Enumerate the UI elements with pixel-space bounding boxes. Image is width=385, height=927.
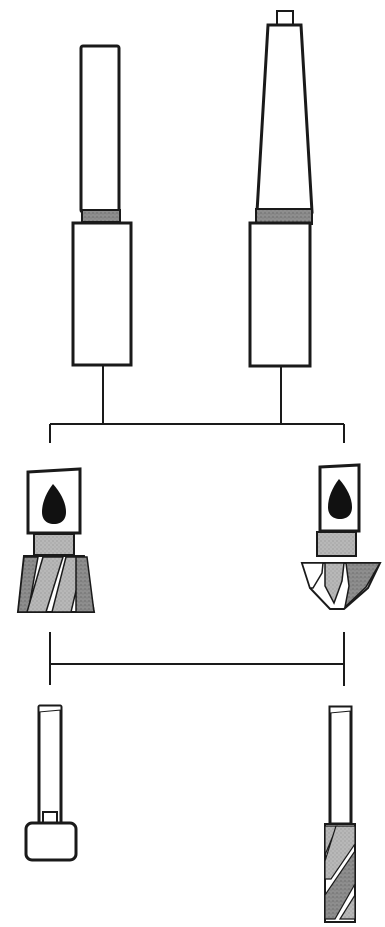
upper-connector-bracket: [49, 366, 345, 443]
spiral-cutter-head: [16, 467, 96, 613]
countersink-cutter-head: [300, 463, 382, 610]
insert-blade-icon: [42, 484, 66, 524]
insert-blade-icon: [328, 479, 352, 519]
spiral-drill-bit: [324, 705, 356, 923]
tapered-shank: [248, 10, 314, 368]
lower-connector-bracket: [49, 632, 345, 686]
straight-shank: [71, 44, 133, 367]
pilot-tool: [24, 704, 78, 862]
